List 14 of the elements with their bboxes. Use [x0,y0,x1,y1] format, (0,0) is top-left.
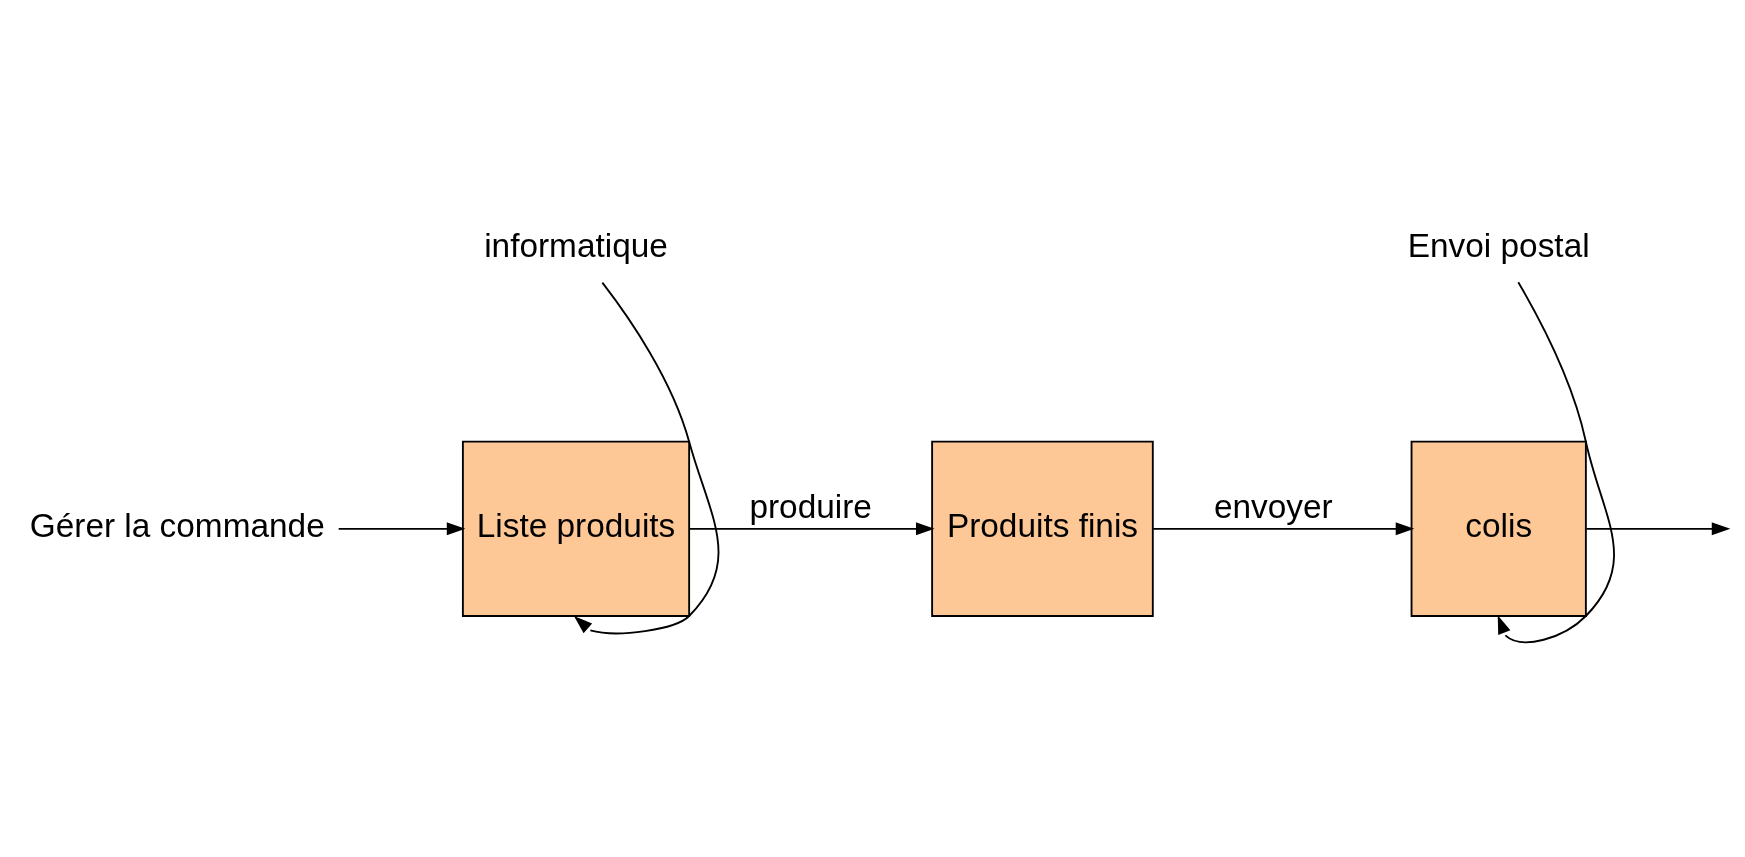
arrow [1585,521,1731,535]
node-box: colis [1410,440,1587,617]
node-box: Liste produits [461,440,691,617]
node-text: Envoi postal [1407,226,1590,264]
node-text: Gérer la commande [29,506,325,544]
arrow [573,281,720,634]
edge-label: envoyer [1213,487,1333,525]
arrow [1152,521,1415,535]
edge-label: produire [749,487,872,525]
arrow [337,521,466,535]
arrow [688,521,935,535]
arrow [1497,280,1615,643]
node-box: Produits finis [931,440,1154,617]
node-text: informatique [484,226,668,264]
